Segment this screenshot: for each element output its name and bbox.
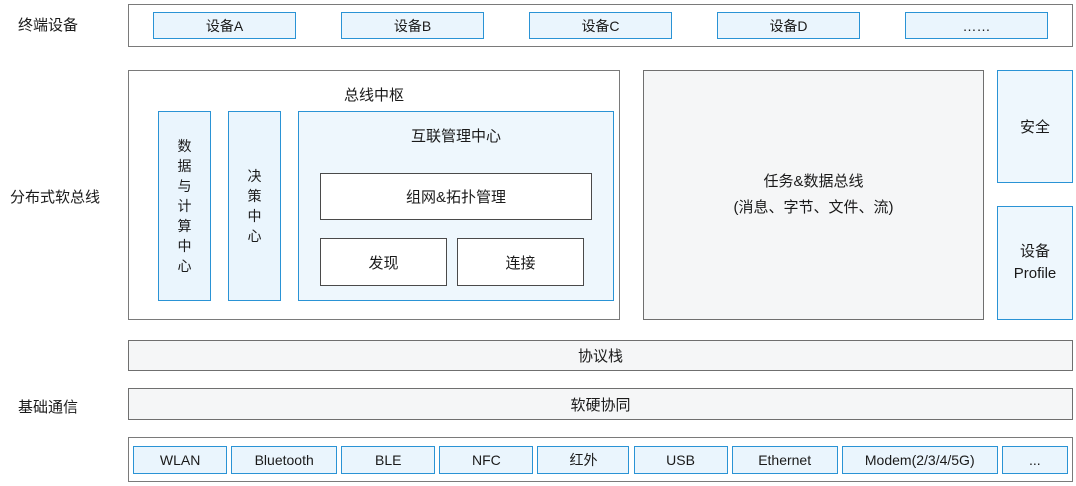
protocol-box: 红外 xyxy=(537,445,630,474)
connection-box: 连接 xyxy=(457,238,584,286)
protocol-box: NFC xyxy=(439,445,534,474)
terminal-devices-container: 设备A 设备B 设备C 设备D …… xyxy=(128,4,1073,47)
bus-hub-title: 总线中枢 xyxy=(343,87,404,104)
protocol-box: BLE xyxy=(341,445,436,474)
interconnect-mgmt-title: 互联管理中心 xyxy=(410,128,501,145)
row-label-basic-communication: 基础通信 xyxy=(18,399,79,416)
discovery-box: 发现 xyxy=(320,238,447,286)
task-data-bus-line1: 任务&数据总线 xyxy=(763,173,864,190)
task-data-bus-box: 任务&数据总线 (消息、字节、文件、流) xyxy=(643,70,984,320)
hw-sw-collaboration-bar: 软硬协同 xyxy=(128,388,1073,420)
device-profile-box: 设备 Profile xyxy=(997,206,1073,320)
protocol-box: Ethernet xyxy=(731,445,838,474)
networking-topology-box: 组网&拓扑管理 xyxy=(320,173,592,220)
protocol-box: WLAN xyxy=(133,445,228,474)
row-label-distributed-softbus: 分布式软总线 xyxy=(10,189,101,206)
security-box: 安全 xyxy=(997,70,1073,183)
row-label-terminal-devices: 终端设备 xyxy=(18,17,79,34)
device-box: 设备A xyxy=(153,12,296,39)
device-box: …… xyxy=(905,12,1048,39)
protocol-stack-bar: 协议栈 xyxy=(128,340,1073,371)
bus-hub-container: 总线中枢 数 据 与 计 算 中 心 决 策 中 心 互联管理中心 组网&拓扑管… xyxy=(128,70,620,320)
device-box: 设备D xyxy=(717,12,860,39)
decision-center-box: 决 策 中 心 xyxy=(228,111,281,301)
protocol-box: USB xyxy=(633,445,728,474)
device-box: 设备C xyxy=(529,12,672,39)
device-box: 设备B xyxy=(341,12,484,39)
data-compute-center-box: 数 据 与 计 算 中 心 xyxy=(158,111,211,301)
task-data-bus-line2: (消息、字节、文件、流) xyxy=(733,199,894,216)
basic-communication-container: WLAN Bluetooth BLE NFC 红外 USB Ethernet M… xyxy=(128,437,1073,482)
protocol-box: ... xyxy=(1001,445,1068,474)
protocol-box: Bluetooth xyxy=(231,445,338,474)
interconnect-mgmt-center-box: 互联管理中心 组网&拓扑管理 发现 连接 xyxy=(298,111,614,301)
protocol-box: Modem(2/3/4/5G) xyxy=(841,445,998,474)
